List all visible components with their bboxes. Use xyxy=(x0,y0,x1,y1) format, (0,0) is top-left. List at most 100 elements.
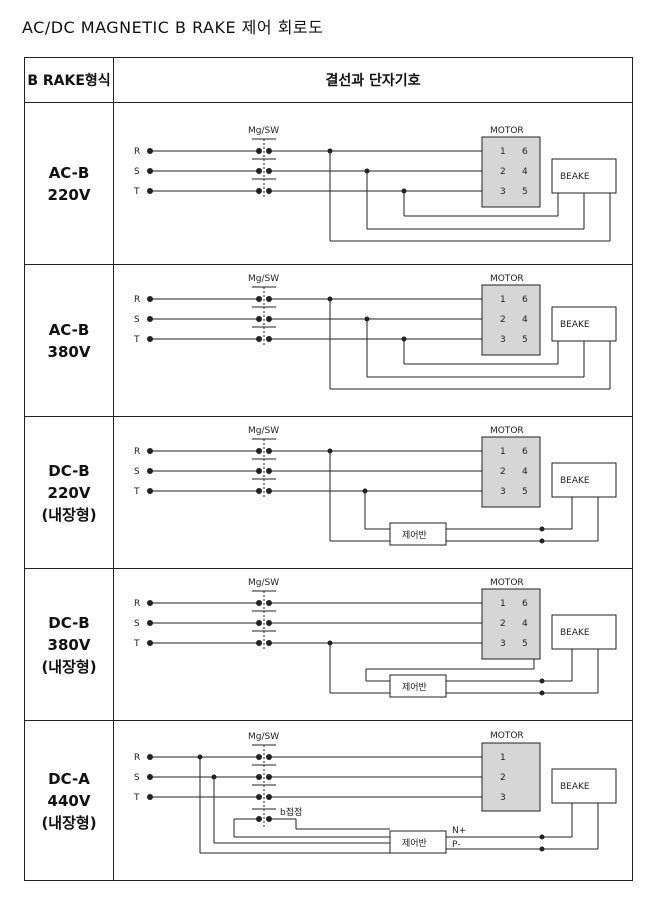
circuit-diagram-ac-b-380: R S T Mg/SW MOTOR BEAKE 1 6 2 4 3 5 xyxy=(133,274,617,390)
switch-label: Mg/SW xyxy=(248,126,279,136)
wiring-diagram: R S T Mg/SW MOTOR BEAKE 제어반 1 6 2 4 3 5 xyxy=(113,416,633,569)
terminal-6: 6 xyxy=(522,599,528,609)
terminal-3: 3 xyxy=(500,335,506,345)
terminal-3: 3 xyxy=(500,639,506,649)
terminal-1: 1 xyxy=(500,599,506,609)
phase-label-r: R xyxy=(134,447,140,457)
brake-label: BEAKE xyxy=(560,476,590,486)
brake-type-name: AC-B xyxy=(48,163,90,182)
brake-voltage: 380V xyxy=(47,635,91,654)
terminal-2: 2 xyxy=(500,167,506,177)
terminal-2: 2 xyxy=(500,773,506,783)
motor-label: MOTOR xyxy=(490,578,524,588)
brake-label: BEAKE xyxy=(560,172,590,182)
terminal-6: 6 xyxy=(522,147,528,157)
terminal-4: 4 xyxy=(522,619,528,629)
switch-label: Mg/SW xyxy=(248,578,279,588)
brake-type-name: AC-B xyxy=(48,320,90,339)
circuit-diagram-ac-b-220: R S T Mg/SW MOTOR BEAKE 1 6 2 4 3 5 xyxy=(133,126,617,242)
brake-type-cell: AC-B 220V xyxy=(24,102,114,265)
switch-label: Mg/SW xyxy=(248,426,279,436)
phase-label-r: R xyxy=(134,753,140,763)
terminal-6: 6 xyxy=(522,295,528,305)
brake-type-cell: DC-B 380V (내장형) xyxy=(24,568,114,721)
brake-label: BEAKE xyxy=(560,782,590,792)
brake-type-cell: AC-B 380V xyxy=(24,264,114,417)
phase-label-t: T xyxy=(133,335,140,345)
phase-label-t: T xyxy=(133,793,140,803)
brake-type-cell: DC-A 440V (내장형) xyxy=(24,720,114,881)
page-title: AC/DC MAGNETIC B RAKE 제어 회로도 xyxy=(22,18,324,37)
motor-label: MOTOR xyxy=(490,426,524,436)
terminal-1: 1 xyxy=(500,753,506,763)
phase-label-s: S xyxy=(134,167,140,177)
wiring-diagram: R S T Mg/SW MOTOR BEAKE 제어반 1 6 2 4 3 5 xyxy=(113,568,633,721)
phase-label-s: S xyxy=(134,467,140,477)
table-row: DC-A 440V (내장형) xyxy=(24,720,633,881)
phase-label-r: R xyxy=(134,599,140,609)
motor-label: MOTOR xyxy=(490,126,524,136)
brake-type-cell: DC-B 220V (내장형) xyxy=(24,416,114,569)
brake-mount: (내장형) xyxy=(41,505,97,524)
phase-label-s: S xyxy=(134,315,140,325)
brake-type-name: DC-A xyxy=(48,769,90,788)
brake-mount: (내장형) xyxy=(41,813,97,832)
table-header-row: B RAKE형식 결선과 단자기호 xyxy=(24,57,633,103)
brake-label: BEAKE xyxy=(560,320,590,330)
circuit-diagram-dc-a-440: R S T Mg/SW MOTOR BEAKE b접점 제어반 N+ P- 1 … xyxy=(133,731,617,854)
terminal-2: 2 xyxy=(500,467,506,477)
controller-label: 제어반 xyxy=(402,838,427,849)
terminal-1: 1 xyxy=(500,147,506,157)
circuit-diagram-dc-b-380: R S T Mg/SW MOTOR BEAKE 제어반 1 6 2 4 3 5 xyxy=(133,578,617,698)
terminal-3: 3 xyxy=(500,187,506,197)
wiring-diagram: R S T Mg/SW MOTOR BEAKE b접점 제어반 N+ P- 1 … xyxy=(113,720,633,881)
brake-circuit-table: B RAKE형식 결선과 단자기호 AC-B 220V xyxy=(24,57,633,881)
table-row: AC-B 220V xyxy=(24,102,633,265)
terminal-3: 3 xyxy=(500,487,506,497)
wiring-diagram: R S T Mg/SW MOTOR BEAKE 1 6 2 4 3 5 xyxy=(113,102,633,265)
terminal-5: 5 xyxy=(522,335,528,345)
brake-voltage: 220V xyxy=(47,185,91,204)
header-brake-type: B RAKE형식 xyxy=(24,57,114,103)
brake-voltage: 440V xyxy=(47,791,91,810)
controller-label: 제어반 xyxy=(402,530,427,541)
phase-label-t: T xyxy=(133,187,140,197)
terminal-5: 5 xyxy=(522,187,528,197)
table-row: AC-B 380V xyxy=(24,264,633,417)
brake-voltage: 380V xyxy=(47,342,91,361)
phase-label-t: T xyxy=(133,487,140,497)
switch-label: Mg/SW xyxy=(248,274,279,284)
wiring-diagram: R S T Mg/SW MOTOR BEAKE 1 6 2 4 3 5 xyxy=(113,264,633,417)
brake-type-name: DC-B xyxy=(48,461,90,480)
terminal-6: 6 xyxy=(522,447,528,457)
brake-label: BEAKE xyxy=(560,628,590,638)
brake-type-name: DC-B xyxy=(48,613,90,632)
terminal-4: 4 xyxy=(522,467,528,477)
motor-label: MOTOR xyxy=(490,731,524,741)
terminal-1: 1 xyxy=(500,447,506,457)
motor-label: MOTOR xyxy=(490,274,524,284)
circuit-diagram-dc-b-220: R S T Mg/SW MOTOR BEAKE 제어반 1 6 2 4 3 5 xyxy=(133,426,617,546)
terminal-4: 4 xyxy=(522,167,528,177)
brake-voltage: 220V xyxy=(47,483,91,502)
p-minus-label: P- xyxy=(452,840,460,850)
b-contact-label: b접점 xyxy=(280,806,302,818)
terminal-4: 4 xyxy=(522,315,528,325)
phase-label-r: R xyxy=(134,147,140,157)
terminal-3: 3 xyxy=(500,793,506,803)
table-row: DC-B 220V (내장형) xyxy=(24,416,633,569)
phase-label-t: T xyxy=(133,639,140,649)
terminal-2: 2 xyxy=(500,315,506,325)
brake-mount: (내장형) xyxy=(41,657,97,676)
table-row: DC-B 380V (내장형) xyxy=(24,568,633,721)
controller-label: 제어반 xyxy=(402,682,427,693)
terminal-5: 5 xyxy=(522,487,528,497)
terminal-5: 5 xyxy=(522,639,528,649)
n-plus-label: N+ xyxy=(452,826,466,836)
phase-label-s: S xyxy=(134,619,140,629)
header-wiring: 결선과 단자기호 xyxy=(113,57,633,103)
terminal-2: 2 xyxy=(500,619,506,629)
switch-label: Mg/SW xyxy=(248,732,279,742)
terminal-1: 1 xyxy=(500,295,506,305)
phase-label-s: S xyxy=(134,773,140,783)
